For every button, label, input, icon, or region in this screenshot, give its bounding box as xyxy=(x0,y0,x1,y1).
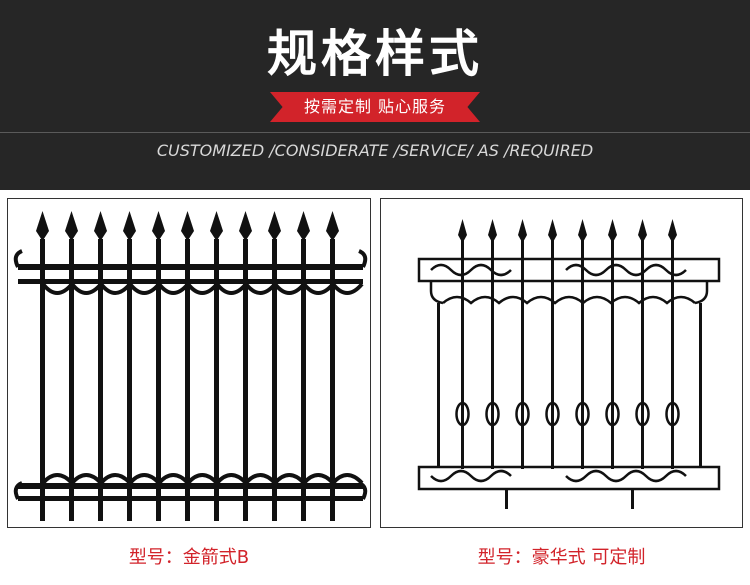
fence-picket xyxy=(665,219,680,469)
fence-picket xyxy=(575,219,590,469)
fence-picket xyxy=(239,211,252,521)
page-title: 规格样式 xyxy=(267,25,483,83)
fence-picket xyxy=(36,211,49,521)
header-banner: 规格样式 按需定制 贴心服务 CUSTOMIZED /CONSIDERATE /… xyxy=(0,0,750,190)
fence-picket xyxy=(605,219,620,469)
fence-picket xyxy=(94,211,107,521)
header-subtitle: CUSTOMIZED /CONSIDERATE /SERVICE/ AS /RE… xyxy=(156,141,594,160)
fence-picket xyxy=(268,211,281,521)
fence-picket xyxy=(485,219,500,469)
fence-picket xyxy=(123,211,136,521)
product-caption-ornate-fence: 型号：豪华式 可定制 xyxy=(477,547,646,568)
ribbon-badge xyxy=(270,92,480,122)
fence-picket xyxy=(635,219,650,469)
fence-picket xyxy=(181,211,194,521)
ornate-scroll-fence-illustration xyxy=(417,219,721,509)
fence-picket xyxy=(65,211,78,521)
product-card-spear-fence xyxy=(7,198,371,528)
ribbon-text: 按需定制 贴心服务 xyxy=(303,97,447,116)
fence-picket xyxy=(515,219,530,469)
product-card-ornate-fence xyxy=(380,198,743,528)
fence-picket xyxy=(152,211,165,521)
fence-picket xyxy=(326,211,339,521)
fence-picket xyxy=(297,211,310,521)
fence-picket xyxy=(210,211,223,521)
header-divider xyxy=(0,132,750,133)
product-caption-spear-fence: 型号：金箭式B xyxy=(128,547,250,568)
spear-top-fence-illustration xyxy=(13,211,368,521)
fence-picket xyxy=(455,219,470,469)
fence-picket xyxy=(545,219,560,469)
